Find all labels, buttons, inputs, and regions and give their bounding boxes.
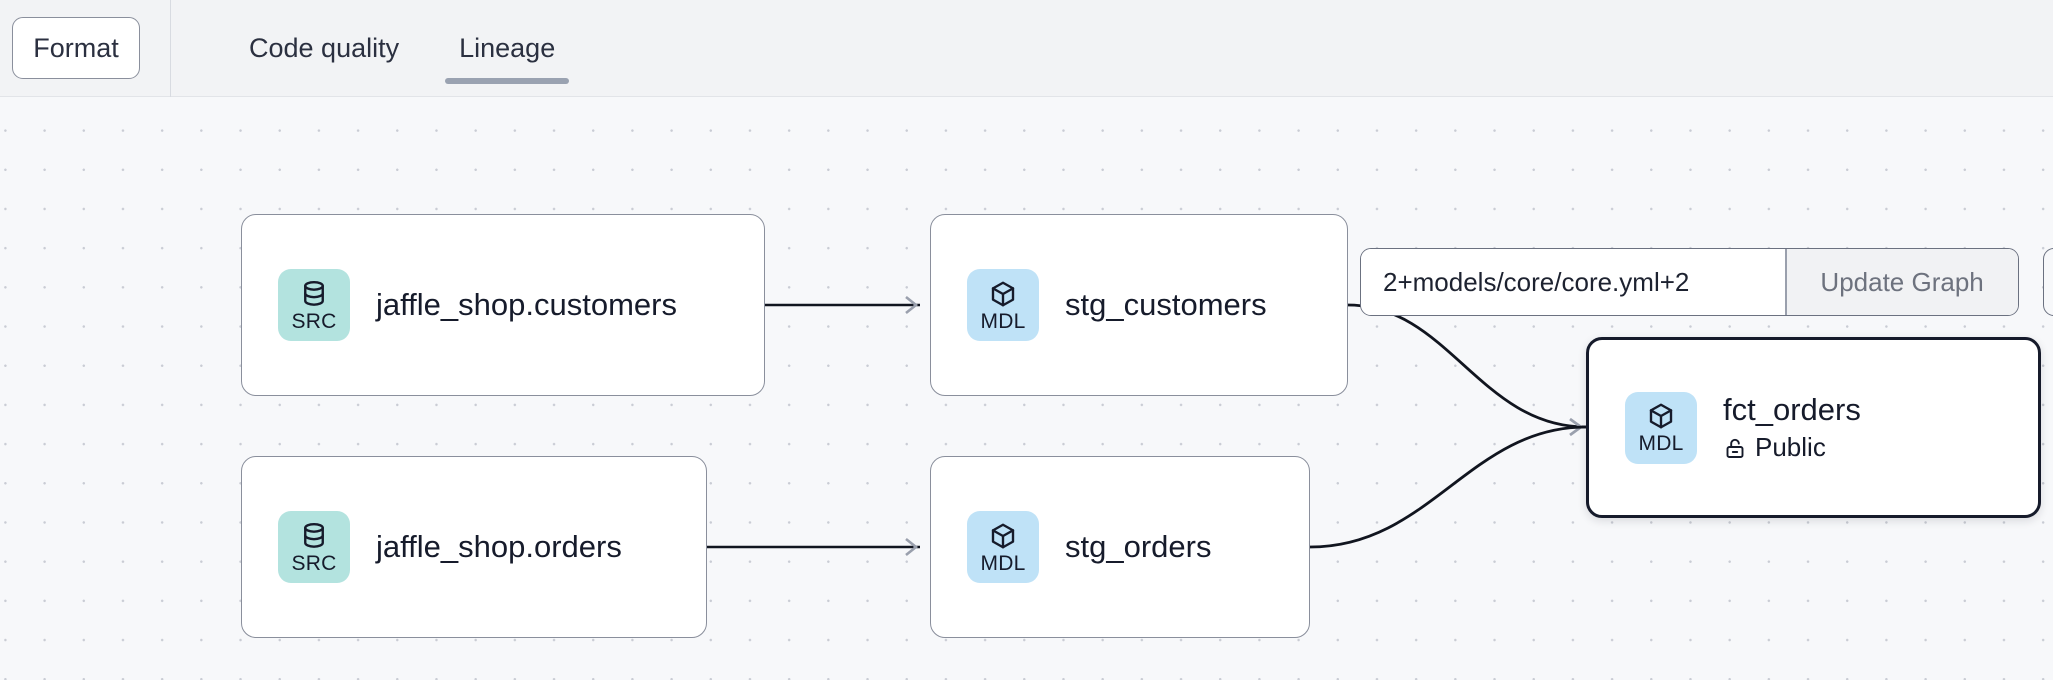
- source-badge-label: SRC: [291, 309, 337, 333]
- format-button[interactable]: Format: [12, 17, 140, 79]
- lineage-node-jaffle-shop-orders[interactable]: SRC jaffle_shop.orders: [241, 456, 707, 638]
- model-badge-label: MDL: [980, 551, 1026, 575]
- node-title: jaffle_shop.orders: [376, 528, 622, 564]
- node-text: stg_orders: [1065, 529, 1211, 566]
- database-icon: [304, 280, 324, 306]
- model-badge-label: MDL: [1638, 432, 1684, 455]
- editor-toolbar: Format Code quality Lineage: [0, 0, 2053, 97]
- edge-stg-orders-to-fct-orders: [1309, 425, 1587, 549]
- node-title: stg_orders: [1065, 528, 1212, 564]
- source-badge: SRC: [278, 269, 350, 341]
- cube-icon: [991, 281, 1015, 306]
- cube-icon: [1649, 403, 1673, 429]
- tab-lineage[interactable]: Lineage: [429, 0, 585, 97]
- cube-icon: [991, 523, 1015, 548]
- node-visibility-label: Public: [1755, 432, 1826, 463]
- node-text: jaffle_shop.customers: [376, 287, 677, 324]
- node-visibility: Public: [1723, 432, 1861, 463]
- source-badge: SRC: [278, 511, 350, 583]
- tab-lineage-label: Lineage: [459, 32, 556, 63]
- node-title: stg_customers: [1065, 286, 1267, 322]
- model-badge-label: MDL: [980, 309, 1026, 333]
- source-badge-label: SRC: [291, 551, 337, 575]
- lineage-node-fct-orders[interactable]: MDL fct_orders Public: [1586, 337, 2041, 518]
- node-title: jaffle_shop.customers: [376, 286, 677, 322]
- tab-underline-active: [445, 77, 570, 84]
- update-graph-button[interactable]: Update Graph: [1786, 249, 2018, 315]
- model-badge: MDL: [967, 269, 1039, 341]
- tab-code-quality-label: Code quality: [249, 32, 400, 63]
- graph-selector-control: Update Graph: [1360, 248, 2019, 316]
- tab-code-quality[interactable]: Code quality: [219, 0, 429, 97]
- model-badge: MDL: [967, 511, 1039, 583]
- tab-underline-inactive: [235, 78, 413, 84]
- lineage-canvas[interactable]: SRC jaffle_shop.customers SRC jaffle_sho…: [0, 97, 2053, 680]
- lineage-node-stg-orders[interactable]: MDL stg_orders: [930, 456, 1310, 638]
- lineage-node-stg-customers[interactable]: MDL stg_customers: [930, 214, 1348, 396]
- toolbar-divider: [170, 0, 171, 97]
- tab-bar: Code quality Lineage: [219, 0, 585, 97]
- node-text: jaffle_shop.orders: [376, 529, 622, 566]
- lineage-node-jaffle-shop-customers[interactable]: SRC jaffle_shop.customers: [241, 214, 765, 396]
- graph-control-divider: [1785, 249, 1787, 315]
- unlock-icon: [1726, 438, 1744, 458]
- edge-stg-customers-to-fct-orders: [1347, 303, 1587, 437]
- node-text: fct_orders Public: [1723, 392, 1861, 464]
- node-text: stg_customers: [1065, 287, 1267, 324]
- edge-customers-to-stg-customers: [765, 295, 920, 315]
- node-title: fct_orders: [1723, 391, 1861, 427]
- offscreen-control-chip[interactable]: [2043, 248, 2053, 316]
- model-badge: MDL: [1625, 391, 1697, 464]
- database-icon: [304, 522, 324, 548]
- graph-selector-input[interactable]: [1361, 249, 1785, 315]
- edge-orders-to-stg-orders: [707, 537, 920, 557]
